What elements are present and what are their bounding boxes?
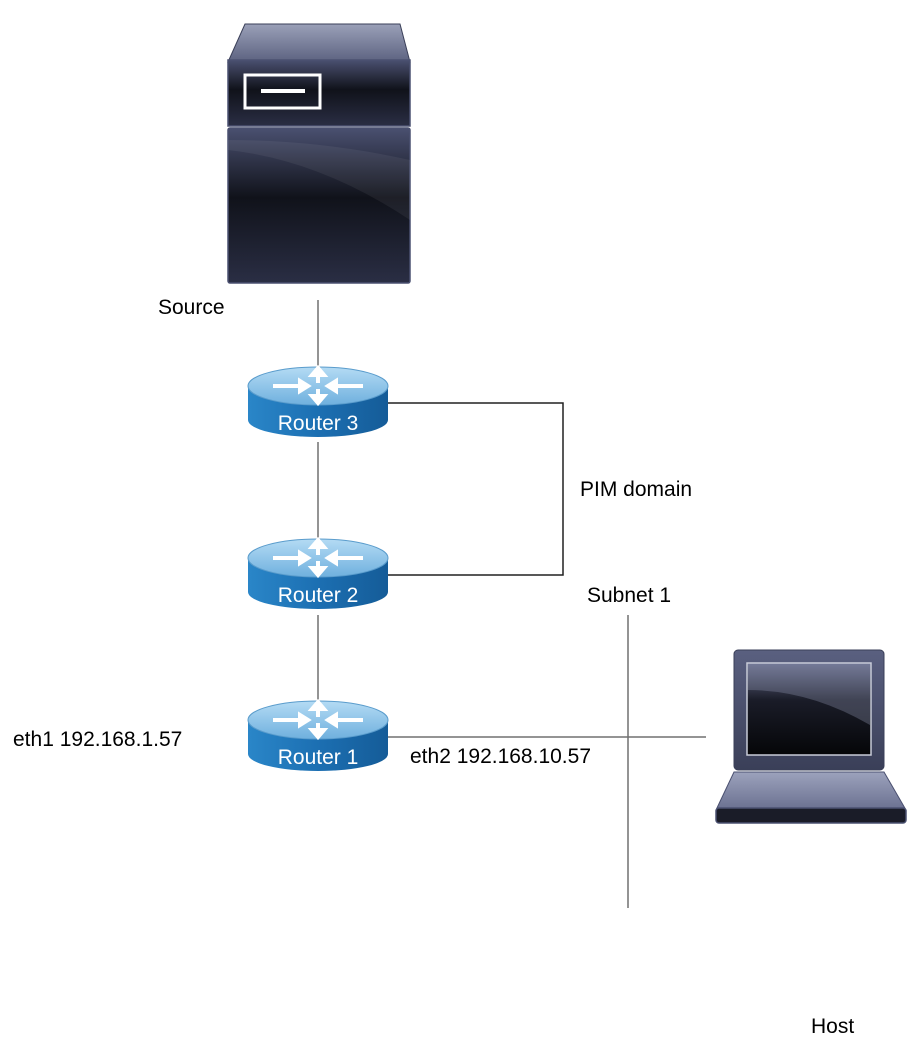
router-3[interactable]: Router 3 (247, 364, 389, 437)
source-label: Source (158, 296, 225, 319)
host-laptop-icon[interactable] (715, 649, 907, 824)
subnet-label: Subnet 1 (587, 584, 672, 607)
eth2-interface-label: eth2 192.168.10.57 (410, 745, 592, 768)
router-3-label: Router 3 (278, 412, 359, 435)
eth1-interface-label: eth1 192.168.1.57 (13, 728, 183, 751)
router-2-label: Router 2 (278, 584, 359, 607)
source-server-icon (227, 23, 411, 284)
pim-domain-bracket (376, 402, 564, 576)
pim-domain-label: PIM domain (580, 478, 693, 501)
router-1[interactable]: Router 1 (247, 698, 389, 771)
router-1-label: Router 1 (278, 746, 359, 769)
router-arrows-icon (273, 536, 363, 579)
connections (317, 300, 706, 908)
router-arrows-icon (273, 698, 363, 741)
router-arrows-icon (273, 364, 363, 407)
router-2[interactable]: Router 2 (247, 536, 389, 609)
host-label: Host (811, 1015, 855, 1038)
